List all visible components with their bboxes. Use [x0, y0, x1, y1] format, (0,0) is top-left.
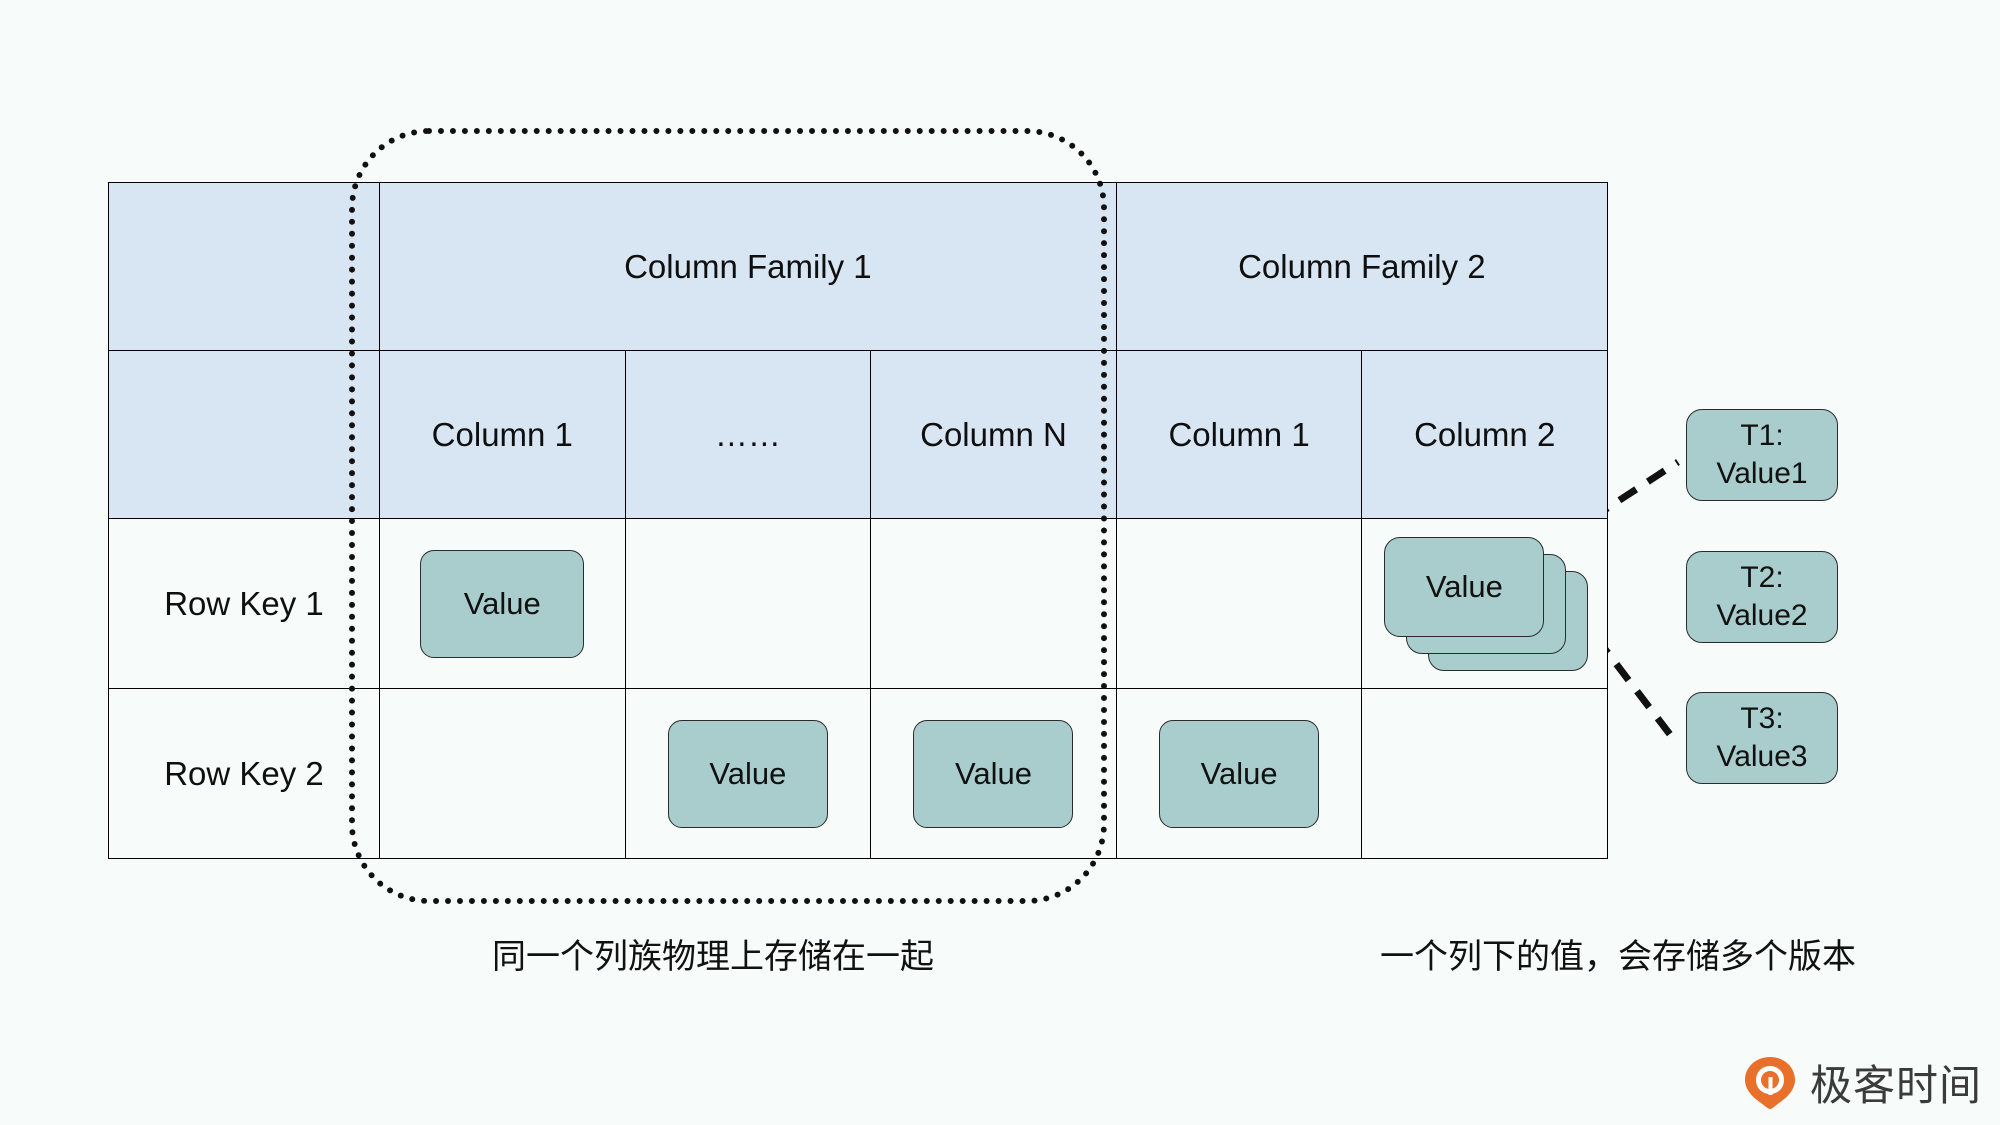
column-header-cf1-col1: Column 1	[379, 350, 626, 519]
column-header-cf2-col2: Column 2	[1361, 350, 1608, 519]
cell-row2-cf2-col1: Value	[1115, 688, 1363, 859]
cell-row1-cf1-col1: Value	[379, 518, 626, 689]
cell-row1-cf1-coln	[870, 518, 1117, 689]
cell-row2-cf1-col1	[379, 688, 626, 859]
version-box-t2: T2: Value2	[1686, 551, 1838, 643]
table-row: Row Key 2 Value Value Value	[108, 688, 1608, 859]
value-chip: Value	[1159, 719, 1320, 828]
cell-row2-cf1-coln: Value	[870, 688, 1117, 859]
family-header-cf2: Column Family 2	[1115, 182, 1609, 351]
value-chip: Value	[667, 719, 828, 828]
version-value-t3: Value3	[1716, 740, 1808, 773]
version-box-t1: T1: Value1	[1686, 409, 1838, 501]
column-header-cf1-coln: Column N	[870, 350, 1117, 519]
value-chip-stack: Value	[1384, 537, 1596, 671]
version-time-t1: T1:	[1740, 418, 1784, 452]
cell-row1-cf1-ellipsis	[624, 518, 872, 689]
row-key-1: Row Key 1	[108, 518, 380, 689]
column-header-blank	[108, 350, 380, 519]
family-header-cf1: Column Family 1	[379, 182, 1117, 351]
cell-row1-cf2-col1	[1115, 518, 1363, 689]
value-chip: Value	[420, 549, 585, 658]
cell-row2-cf1-ellipsis: Value	[624, 688, 872, 859]
hbase-table: Column Family 1 Column Family 2 Column 1…	[108, 182, 1609, 859]
column-header-cf2-col1: Column 1	[1115, 350, 1363, 519]
version-time-t2: T2:	[1740, 560, 1784, 594]
brand-logo-text: 极客时间	[1810, 1061, 1983, 1110]
value-chip-front: Value	[1384, 537, 1545, 637]
column-header-cf1-ellipsis: ……	[624, 350, 872, 519]
caption-left: 同一个列族物理上存储在一起	[492, 938, 934, 976]
cell-row2-cf2-col2	[1361, 688, 1608, 859]
geekbang-logo-icon	[1742, 1055, 1798, 1111]
table-row-column-header: Column 1 …… Column N Column 1 Column 2	[108, 350, 1608, 519]
brand-logo: 极客时间	[1742, 1052, 1982, 1113]
version-value-t1: Value1	[1716, 457, 1808, 490]
version-time-t3: T3:	[1740, 701, 1784, 735]
row-key-2: Row Key 2	[108, 688, 380, 859]
table-row: Row Key 1 Value Value	[108, 518, 1608, 689]
cell-row1-cf2-col2: Value	[1361, 518, 1608, 689]
caption-right: 一个列下的值，会存储多个版本	[1380, 938, 1856, 976]
value-chip: Value	[913, 719, 1074, 828]
version-box-t3: T3: Value3	[1686, 692, 1838, 784]
table-row-family-header: Column Family 1 Column Family 2	[108, 182, 1609, 351]
version-value-t2: Value2	[1716, 599, 1808, 632]
family-header-blank	[108, 182, 380, 351]
